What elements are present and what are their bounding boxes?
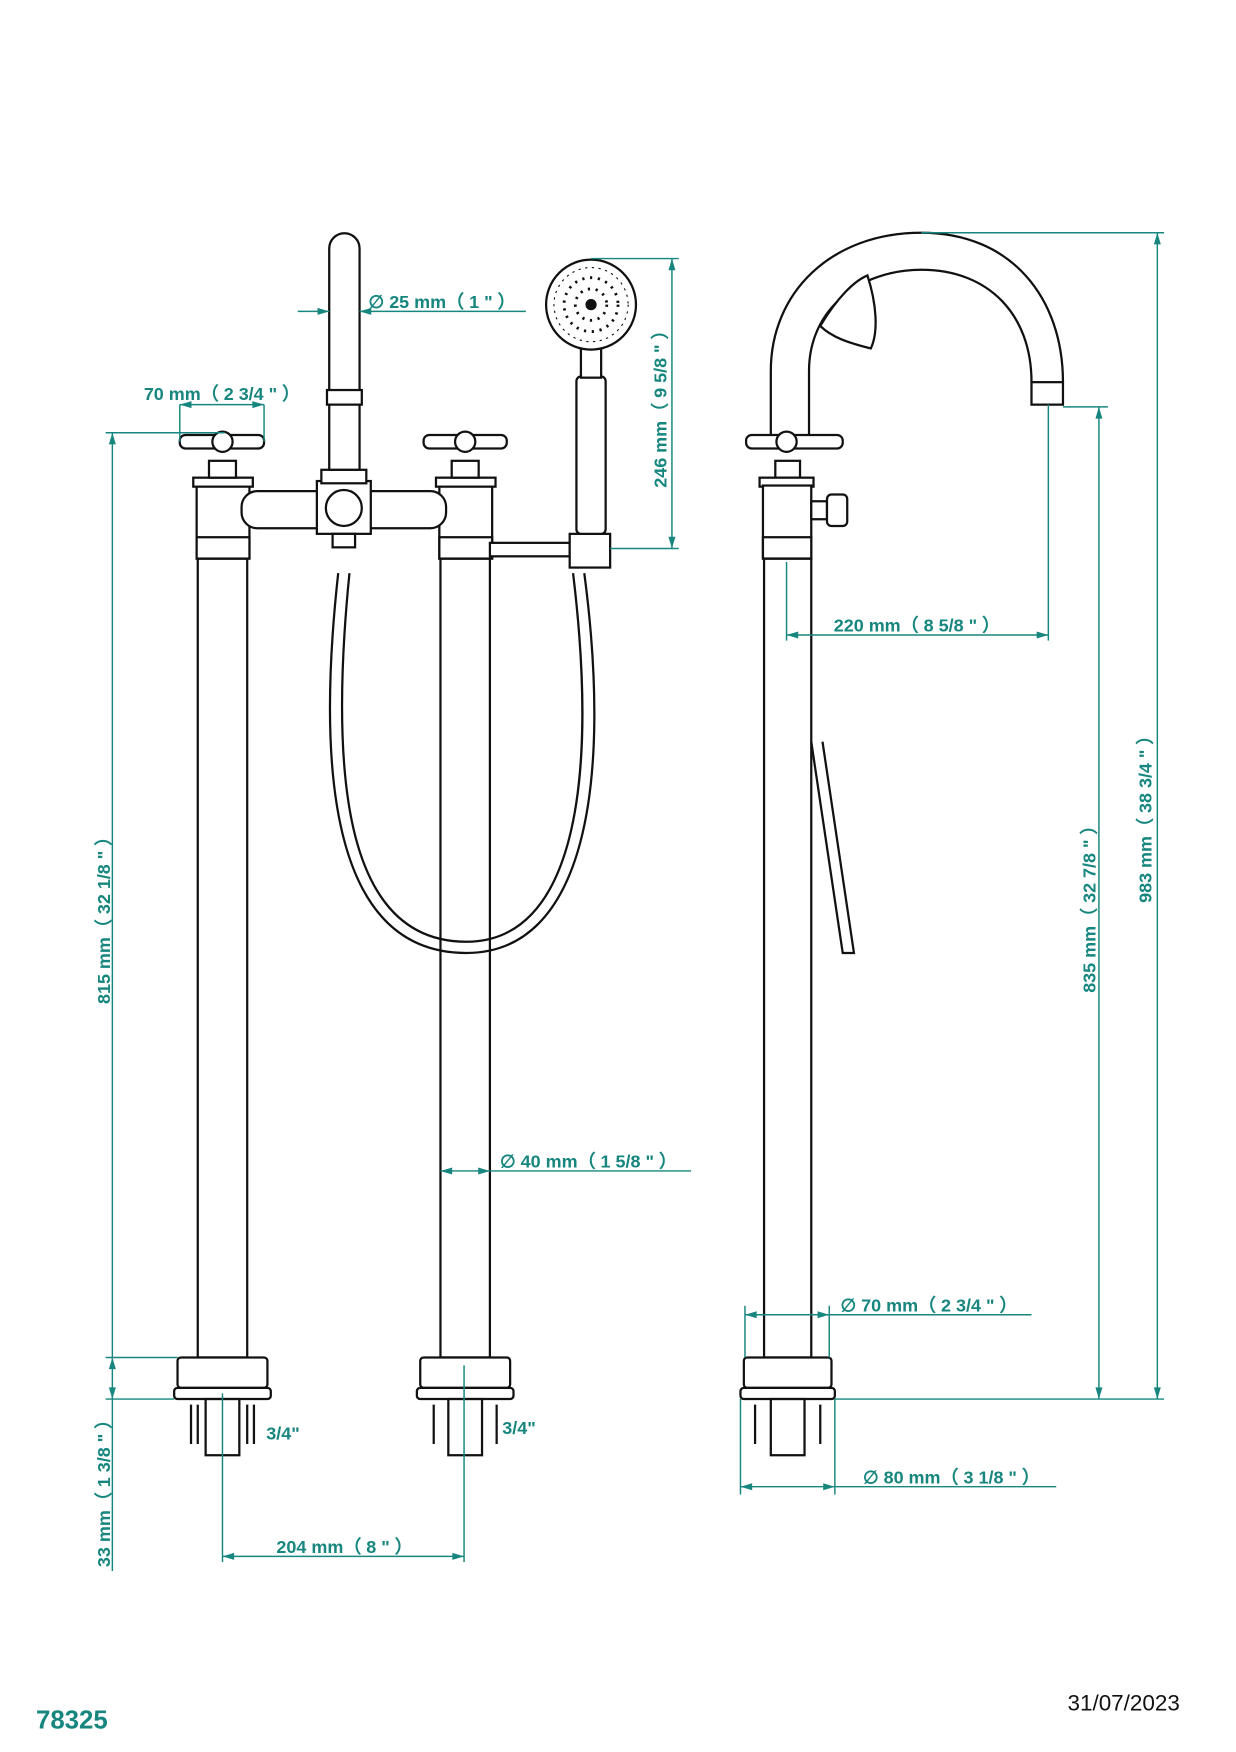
flange-diameter-label: ∅ 70 mm（ 2 3/4 " ） — [840, 1295, 1017, 1315]
dimension-labels: ∅ 25 mm（ 1 " ） 70 mm（ 2 3/4 " ） 815 mm（ … — [94, 292, 1156, 1567]
spout-outlet-height-label: 835 mm（ 32 7/8 " ） — [1080, 816, 1100, 992]
front-view-faucet — [173, 232, 638, 1457]
centers-label: 204 mm（ 8 " ） — [276, 1537, 412, 1557]
base-height-label: 33 mm（ 1 3/8 " ） — [94, 1411, 114, 1567]
spout-diameter-label: ∅ 25 mm（ 1 " ） — [369, 292, 516, 312]
bridge-spout — [240, 232, 448, 549]
connection-left-label: 3/4" — [266, 1424, 300, 1444]
height-to-handle-label: 815 mm（ 32 1/8 " ） — [94, 828, 114, 1004]
dimension-lines — [105, 231, 1165, 1571]
column-diameter-label: ∅ 40 mm（ 1 5/8 " ） — [500, 1152, 677, 1172]
spout-reach-label: 220 mm（ 8 5/8 " ） — [834, 616, 1000, 636]
connection-right-label: 3/4" — [502, 1418, 535, 1438]
hose — [328, 573, 596, 955]
left-column — [173, 430, 272, 1457]
drawing-date: 31/07/2023 — [1067, 1690, 1179, 1715]
hand-shower-length-label: 246 mm（ 9 5/8 " ） — [650, 321, 670, 487]
right-column — [415, 430, 515, 1457]
base-diameter-label: ∅ 80 mm（ 3 1/8 " ） — [863, 1467, 1040, 1487]
product-code: 78325 — [36, 1706, 108, 1734]
side-view-faucet — [739, 231, 1065, 1457]
handle-width-label: 70 mm（ 2 3/4 " ） — [144, 384, 300, 404]
hand-shower — [488, 258, 638, 569]
total-height-label: 983 mm（ 38 3/4 " ） — [1136, 727, 1156, 903]
